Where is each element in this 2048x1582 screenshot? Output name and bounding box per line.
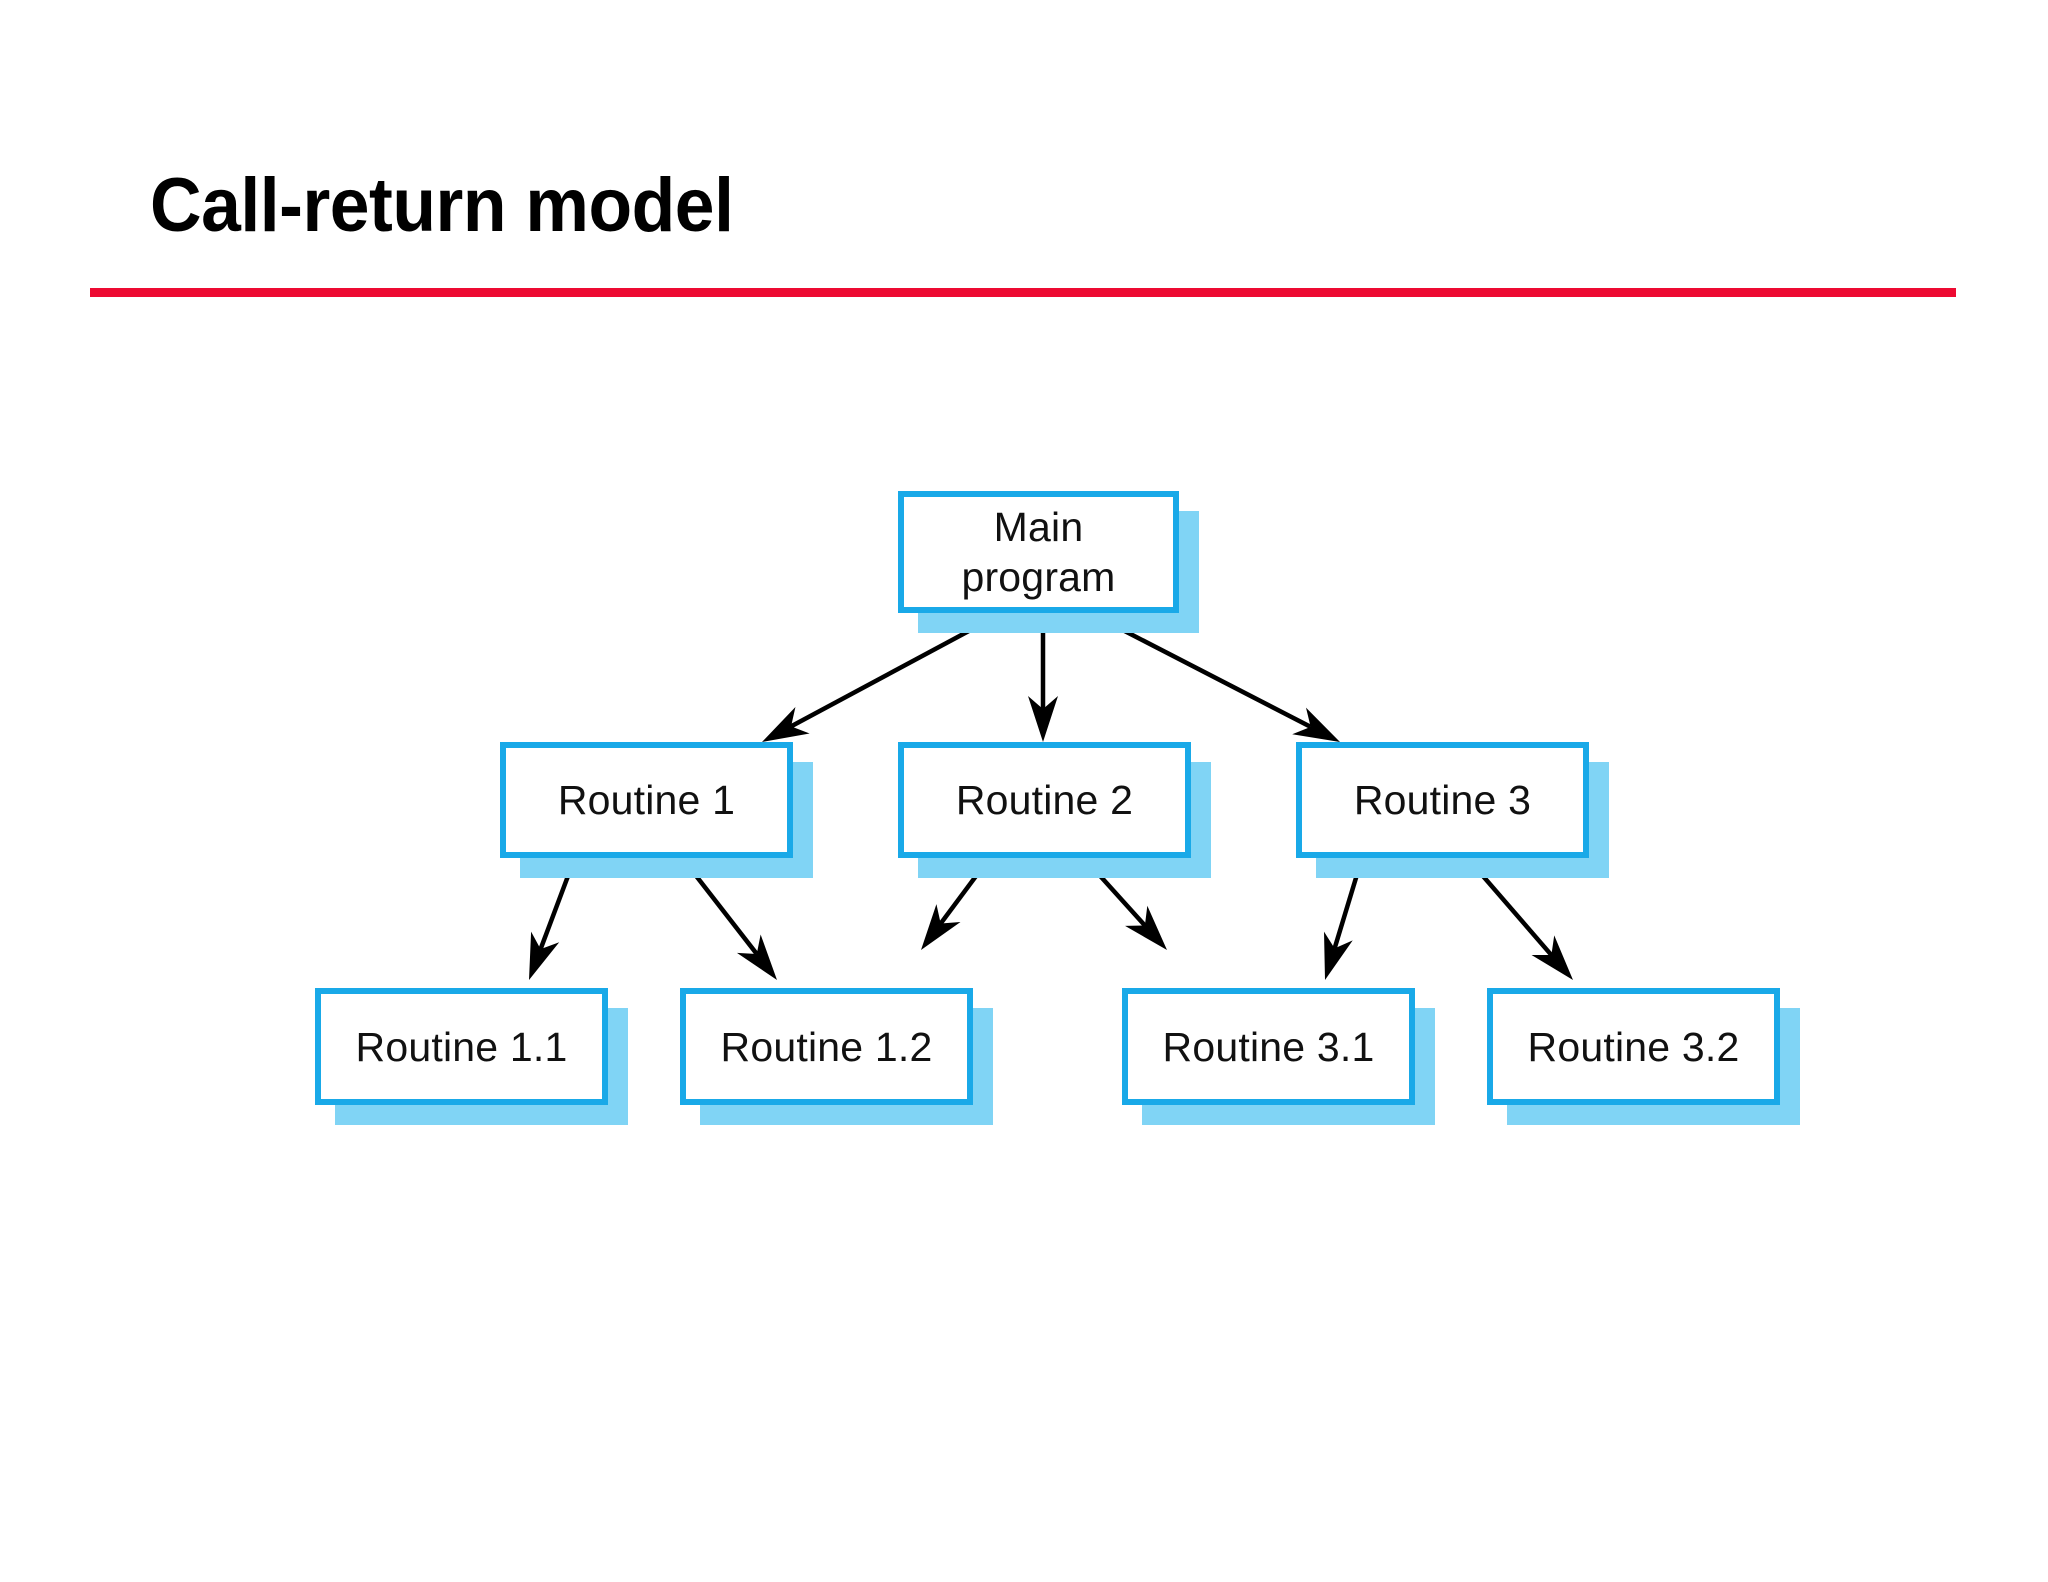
node-label-routine3_1: Routine 3.1 [1162, 1023, 1375, 1070]
arrow-routine3-to-routine3_2 [1474, 866, 1573, 980]
node-routine2[interactable]: Routine 2 [898, 742, 1191, 858]
node-routine1_1[interactable]: Routine 1.1 [315, 988, 608, 1105]
node-label-routine3: Routine 3 [1353, 777, 1532, 823]
node-label-routine1_2: Routine 1.2 [720, 1023, 933, 1070]
arrow-routine1-to-routine1_2 [688, 866, 777, 980]
node-routine1[interactable]: Routine 1 [500, 742, 793, 858]
node-label-routine3_2: Routine 3.2 [1527, 1023, 1740, 1070]
node-routine1_2[interactable]: Routine 1.2 [680, 988, 973, 1105]
node-routine3[interactable]: Routine 3 [1296, 742, 1589, 858]
arrow-routine2-to-open-5 [921, 866, 984, 950]
node-routine3_2[interactable]: Routine 3.2 [1487, 988, 1780, 1105]
arrow-main-to-routine3 [1111, 623, 1340, 742]
title-divider [90, 288, 1956, 297]
arrow-routine1-to-routine1_1 [529, 867, 574, 980]
node-routine3_1[interactable]: Routine 3.1 [1122, 988, 1415, 1105]
node-label-routine1: Routine 1 [557, 777, 736, 823]
node-label-main: Main program [961, 504, 1116, 600]
node-main[interactable]: Main program [898, 491, 1179, 613]
node-label-routine1_1: Routine 1.1 [355, 1023, 568, 1070]
arrow-routine2-to-open-6 [1091, 866, 1167, 950]
arrow-routine3-to-routine3_1 [1324, 867, 1362, 980]
node-label-routine2: Routine 2 [955, 777, 1134, 823]
arrow-main-to-routine2 [1028, 625, 1058, 742]
arrow-main-to-routine1 [762, 623, 982, 742]
page-title: Call-return model [150, 163, 734, 248]
